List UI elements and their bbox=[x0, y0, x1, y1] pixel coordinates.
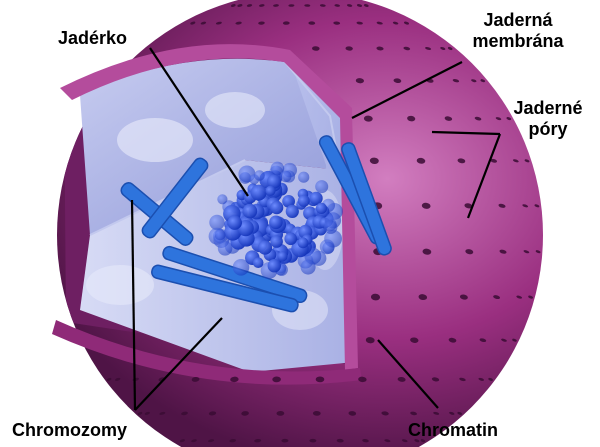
nucleolus-bead bbox=[258, 241, 272, 255]
nucleolus-bead bbox=[270, 235, 283, 248]
nucleolus-bead bbox=[253, 257, 264, 268]
nucleolus-bead bbox=[254, 170, 265, 181]
nucleolus-bead bbox=[277, 251, 287, 261]
nucleolus-bead bbox=[218, 241, 233, 256]
label-membrane: Jaderná membrána bbox=[448, 10, 588, 52]
nucleolus-bead bbox=[324, 221, 337, 234]
nucleolus-bead bbox=[217, 194, 227, 204]
label-chromosomes: Chromozomy bbox=[12, 420, 127, 441]
nucleolus-bead bbox=[316, 203, 327, 214]
nucleolus-bead bbox=[233, 259, 250, 276]
label-pores: Jaderné póry bbox=[500, 98, 596, 140]
nucleolus-bead bbox=[301, 260, 316, 275]
nucleolus-bead bbox=[268, 259, 281, 272]
nucleolus-bead bbox=[228, 216, 242, 230]
nucleolus-bead bbox=[251, 185, 267, 201]
nucleolus-bead bbox=[298, 237, 309, 248]
nucleolus-bead bbox=[215, 229, 226, 240]
label-membrane-line1: Jaderná bbox=[448, 10, 588, 31]
nucleolus-bead bbox=[284, 233, 297, 246]
nucleolus-bead bbox=[280, 171, 292, 183]
label-pores-line1: Jaderné bbox=[500, 98, 596, 119]
nucleolus-bead bbox=[286, 205, 299, 218]
nucleolus-bead bbox=[243, 204, 258, 219]
nucleolus-bead bbox=[269, 216, 283, 230]
label-membrane-line2: membrána bbox=[448, 31, 588, 52]
label-pores-line2: póry bbox=[500, 119, 596, 140]
nucleolus-bead bbox=[298, 195, 310, 207]
label-nucleolus: Jadérko bbox=[58, 28, 127, 49]
nucleolus-bead bbox=[270, 201, 283, 214]
label-chromatin: Chromatin bbox=[408, 420, 498, 441]
nucleolus-bead bbox=[265, 186, 275, 196]
nucleolus-bead bbox=[322, 242, 334, 254]
nucleolus-bead bbox=[298, 172, 309, 183]
nucleolus-bead bbox=[315, 180, 328, 193]
